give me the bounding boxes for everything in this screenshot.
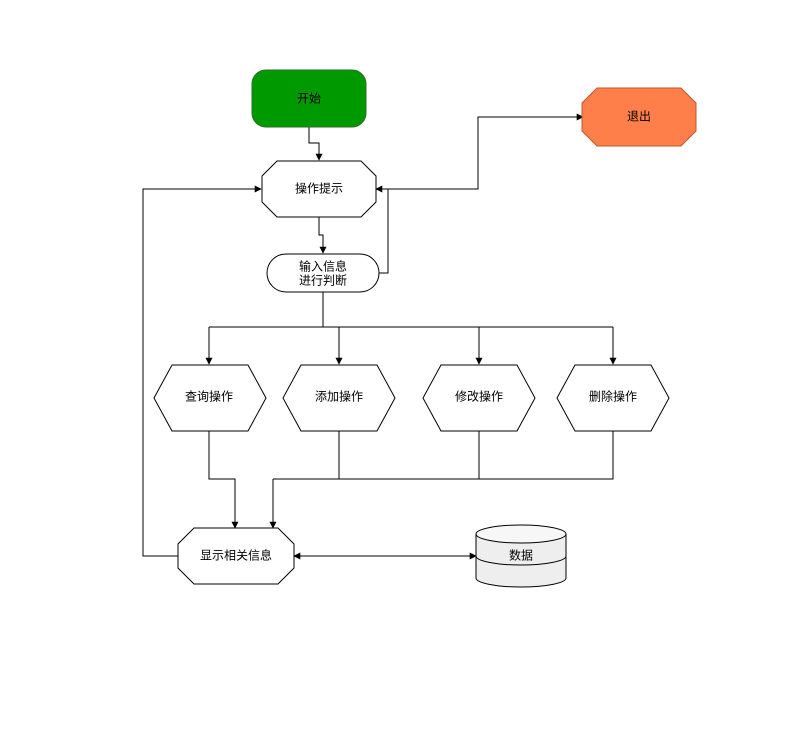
modify-shape (422, 364, 536, 432)
prompt-shape (261, 160, 377, 218)
start-shape (251, 69, 367, 128)
start-node[interactable]: 开始 (251, 69, 367, 128)
data-node[interactable]: 数据 (475, 524, 567, 588)
prompt-node[interactable]: 操作提示 (261, 160, 377, 218)
data-label: 数据 (509, 548, 533, 563)
display-shape (177, 527, 295, 585)
input-label-line2: 进行判断 (299, 273, 347, 288)
query-node[interactable]: 查询操作 (153, 364, 267, 432)
exit-shape (581, 87, 697, 147)
modify-node[interactable]: 修改操作 (422, 364, 536, 432)
query-label: 查询操作 (185, 389, 233, 404)
add-shape (282, 364, 396, 432)
edge-ops-merge (273, 431, 614, 480)
prompt-label: 操作提示 (295, 181, 343, 196)
edge-display-to-prompt (142, 185, 262, 557)
exit-node[interactable]: 退出 (581, 87, 697, 147)
query-shape (153, 364, 267, 432)
display-label: 显示相关信息 (200, 548, 272, 563)
edge-input-to-prompt (375, 185, 389, 274)
delete-shape (556, 364, 670, 432)
exit-label: 退出 (627, 110, 651, 124)
input-node[interactable]: 输入信息 进行判断 (266, 253, 380, 293)
add-node[interactable]: 添加操作 (282, 364, 396, 432)
display-node[interactable]: 显示相关信息 (177, 527, 295, 585)
modify-label: 修改操作 (455, 389, 503, 404)
edge-input-branch (209, 292, 613, 328)
edge-prompt-to-input (318, 217, 327, 254)
database-icon (475, 524, 567, 588)
input-shape (266, 253, 380, 293)
start-label: 开始 (297, 92, 321, 106)
input-label-line1: 输入信息 (299, 259, 347, 274)
edge-start-to-prompt (308, 127, 323, 161)
edge-query-to-display (208, 431, 239, 529)
edge-prompt-to-exit (376, 113, 584, 190)
delete-label: 删除操作 (589, 389, 637, 404)
delete-node[interactable]: 删除操作 (556, 364, 670, 432)
add-label: 添加操作 (315, 389, 363, 404)
